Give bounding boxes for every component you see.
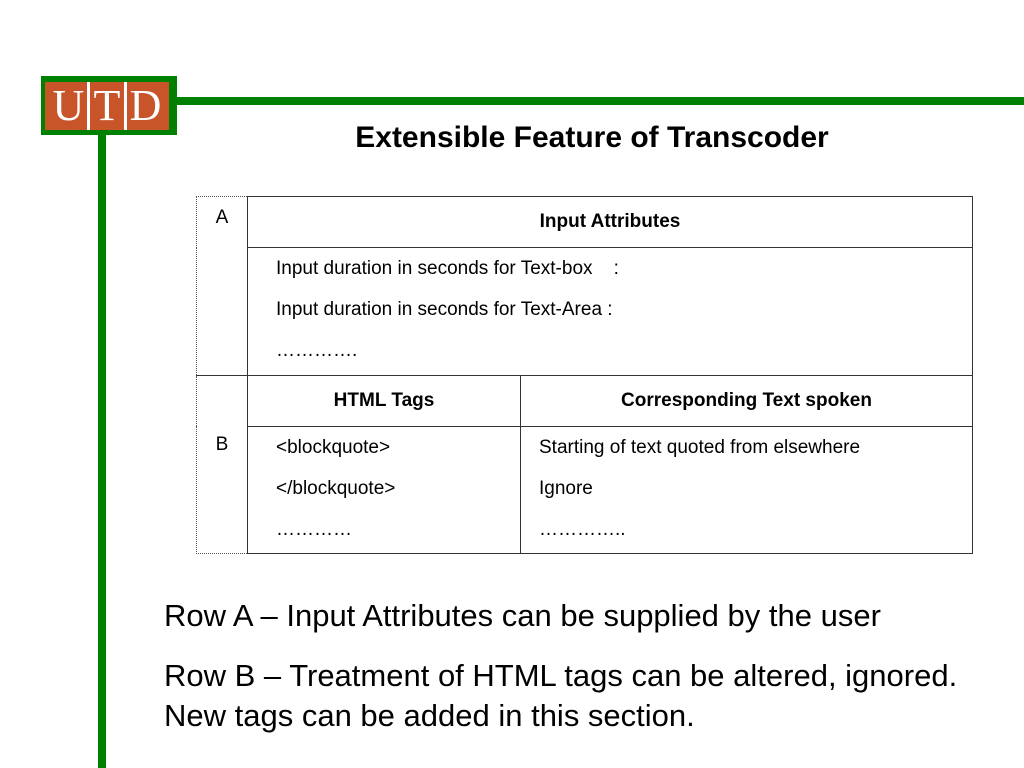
- row-b-header: B HTML Tags Corresponding Text spoken: [196, 374, 973, 554]
- slide-title: Extensible Feature of Transcoder: [355, 121, 829, 154]
- input-attributes-header: Input Attributes: [247, 196, 973, 248]
- utd-logo-plate: U T D: [45, 82, 169, 130]
- row-a-body: Input duration in seconds for Text-box :…: [197, 247, 973, 376]
- html-tags-header: HTML Tags: [247, 374, 521, 427]
- spoken-line: …………..: [539, 518, 626, 540]
- logo-letter-u: U: [52, 81, 85, 130]
- row-b-label-cell: B: [196, 374, 248, 554]
- tag-line: …………: [276, 518, 352, 540]
- attribute-line: Input duration in seconds for Text-Area …: [276, 299, 613, 320]
- note-row-a: Row A – Input Attributes can be supplied…: [164, 598, 881, 633]
- row-a-label-cell: A: [196, 196, 248, 376]
- row-a-header: A Input Attributes: [196, 196, 973, 376]
- html-tags-cell: <blockquote> </blockquote> …………: [247, 425, 521, 554]
- note-row-b: Row B – Treatment of HTML tags can be al…: [164, 658, 958, 733]
- logo-separator: [87, 82, 91, 130]
- spoken-line: Ignore: [539, 477, 593, 499]
- tag-line: <blockquote>: [276, 436, 391, 458]
- top-green-bar: [170, 97, 1024, 105]
- logo-letter-t: T: [93, 81, 121, 130]
- input-attributes-cell: Input duration in seconds for Text-box :…: [247, 247, 973, 376]
- logo-separator: [123, 82, 127, 130]
- transcoder-table: A Input Attributes Input duration in sec…: [196, 196, 973, 554]
- corresponding-text-header: Corresponding Text spoken: [520, 374, 973, 427]
- logo-letter-d: D: [129, 81, 162, 130]
- tag-line: </blockquote>: [276, 477, 396, 499]
- left-green-bar: [98, 126, 106, 768]
- row-a-label: A: [215, 207, 229, 228]
- utd-logo: U T D: [41, 76, 177, 135]
- row-b-label: B: [215, 433, 229, 455]
- attribute-line: ………….: [276, 340, 358, 361]
- attribute-line: Input duration in seconds for Text-box :: [276, 258, 619, 279]
- spoken-line: Starting of text quoted from elsewhere: [539, 436, 861, 458]
- slide-notes: Row A – Input Attributes can be supplied…: [164, 596, 984, 756]
- spoken-text-cell: Starting of text quoted from elsewhere I…: [520, 425, 973, 554]
- row-b-body: <blockquote> </blockquote> ………… Starting…: [197, 425, 973, 554]
